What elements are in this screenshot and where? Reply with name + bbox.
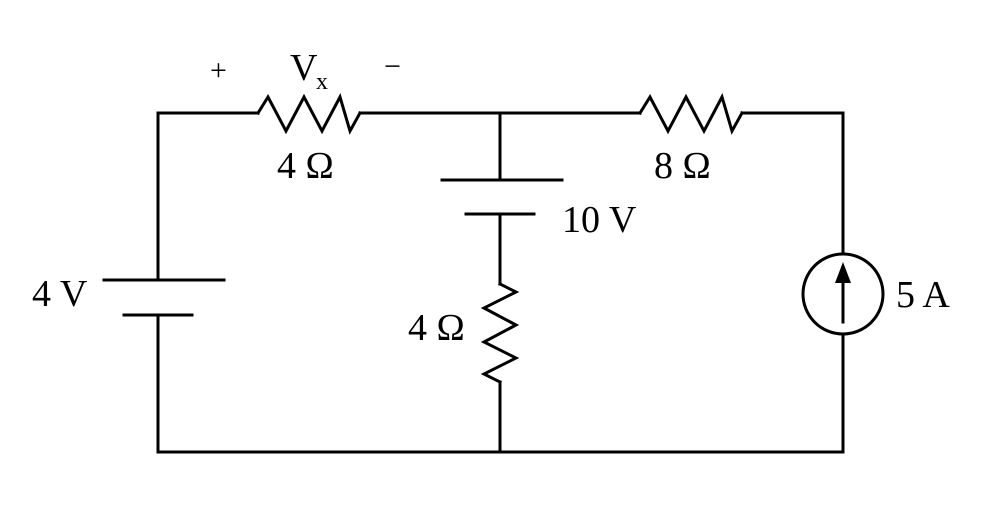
vx-annotation: + V x −: [210, 47, 401, 95]
wire-left-top: [156, 111, 260, 282]
resistor-4-ohm-middle-label: 4 Ω: [408, 307, 465, 349]
resistor-8-ohm-label: 8 Ω: [654, 145, 711, 187]
wire-right-top: [740, 111, 845, 256]
left-branch: 4 V: [32, 111, 260, 454]
vx-variable: V: [290, 47, 318, 89]
resistor-4-ohm-top-zigzag: [255, 93, 363, 135]
voltage-source-4v-label: 4 V: [32, 273, 88, 315]
vx-subscript: x: [316, 69, 328, 95]
right-branch: 5 A: [740, 111, 950, 454]
vx-plus-sign: +: [210, 54, 227, 87]
current-source-5a: [801, 252, 885, 336]
resistor-4-ohm-top-label: 4 Ω: [277, 145, 334, 187]
voltage-source-10v-label: 10 V: [562, 199, 637, 241]
current-source-5a-label: 5 A: [896, 274, 950, 316]
voltage-source-4v: [102, 278, 226, 317]
resistor-8-ohm: 8 Ω: [637, 93, 745, 187]
current-source-circle: [801, 252, 885, 336]
vx-minus-sign: −: [384, 50, 401, 83]
resistor-4-ohm-middle-zigzag: [480, 281, 520, 385]
arrow-up-icon: [835, 262, 851, 283]
middle-branch: 10 V 4 Ω: [408, 111, 637, 454]
resistor-8-ohm-zigzag: [637, 93, 745, 135]
resistor-4-ohm-top: 4 Ω: [255, 93, 363, 187]
resistor-4-ohm-middle: [480, 281, 520, 385]
voltage-source-10v: [440, 178, 564, 216]
